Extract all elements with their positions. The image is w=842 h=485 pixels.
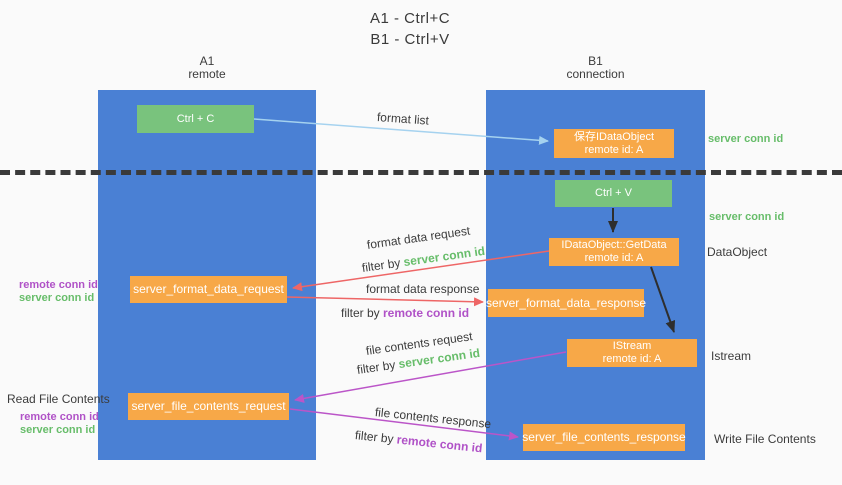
right-istream-label: Istream — [711, 349, 752, 363]
right-write-file-contents-label: Write File Contents — [714, 432, 816, 446]
node-istream: IStream remote id: A — [567, 339, 697, 367]
node-server-file-contents-request-label: server_file_contents_request — [131, 399, 286, 413]
right-server-conn-id-mid: server conn id — [709, 211, 785, 223]
node-idataobject-getdata: IDataObject::GetData remote id: A — [549, 238, 679, 266]
left-remote-conn-id-2: remote conn id — [20, 411, 99, 423]
arrow-format-data-response — [286, 296, 484, 307]
node-server-format-data-response: server_format_data_response — [485, 289, 647, 317]
copy-paste-separator-line — [0, 170, 842, 175]
title-line-2: B1 - Ctrl+V — [370, 31, 450, 48]
node-server-format-data-request: server_format_data_request — [130, 276, 287, 303]
node-istream-line2: remote id: A — [602, 353, 662, 365]
arrow-file-contents-request — [294, 351, 567, 403]
left-server-conn-id-1: server conn id — [19, 292, 95, 304]
node-ctrl-v-label: Ctrl + V — [595, 187, 632, 199]
page-title: A1 - Ctrl+C B1 - Ctrl+V — [280, 8, 540, 50]
node-save-idataobject-line2: remote id: A — [584, 143, 644, 156]
right-dataobject-label: DataObject — [707, 245, 768, 259]
remote-conn-id-text: remote conn id — [383, 306, 470, 320]
arrow-format-data-request — [292, 250, 550, 292]
arrow-format-list — [253, 118, 549, 145]
lane-a-name: A1 — [199, 54, 215, 68]
node-server-format-data-response-label: server_format_data_response — [485, 295, 647, 310]
node-server-file-contents-response-label: server_file_contents_response — [522, 430, 686, 444]
left-server-conn-id-2: server conn id — [20, 424, 96, 436]
label-format-data-response: format data response — [366, 282, 480, 296]
node-istream-line1: IStream — [612, 340, 652, 352]
node-idataobject-getdata-line2: remote id: A — [584, 252, 644, 264]
lane-a-header: A1 remote — [98, 55, 316, 81]
node-server-format-data-request-label: server_format_data_request — [133, 282, 284, 296]
right-server-conn-id-top: server conn id — [708, 133, 784, 145]
title-line-1: A1 - Ctrl+C — [369, 10, 451, 27]
node-save-idataobject: 保存IDataObject remote id: A — [554, 129, 674, 158]
left-read-file-contents-label: Read File Contents — [7, 392, 110, 406]
lane-b-subtitle: connection — [566, 67, 625, 81]
lane-b-header: B1 connection — [486, 55, 705, 81]
label-filter-by-remote-conn-id-1: filter by remote conn id — [341, 306, 469, 320]
filter-by-text: filter by — [341, 306, 384, 320]
node-save-idataobject-line1: 保存IDataObject — [573, 130, 655, 143]
node-idataobject-getdata-line1: IDataObject::GetData — [561, 239, 667, 251]
lane-b-name: B1 — [588, 54, 603, 68]
node-server-file-contents-request: server_file_contents_request — [128, 393, 289, 420]
node-ctrl-c-label: Ctrl + C — [176, 112, 215, 125]
node-ctrl-v: Ctrl + V — [555, 180, 672, 207]
arrow-getdata-to-istream — [650, 266, 676, 333]
arrow-file-contents-response — [289, 408, 519, 441]
left-remote-conn-id-1: remote conn id — [19, 279, 98, 291]
lane-a-subtitle: remote — [188, 67, 226, 81]
node-server-file-contents-response: server_file_contents_response — [522, 424, 686, 451]
node-ctrl-c: Ctrl + C — [137, 105, 254, 133]
